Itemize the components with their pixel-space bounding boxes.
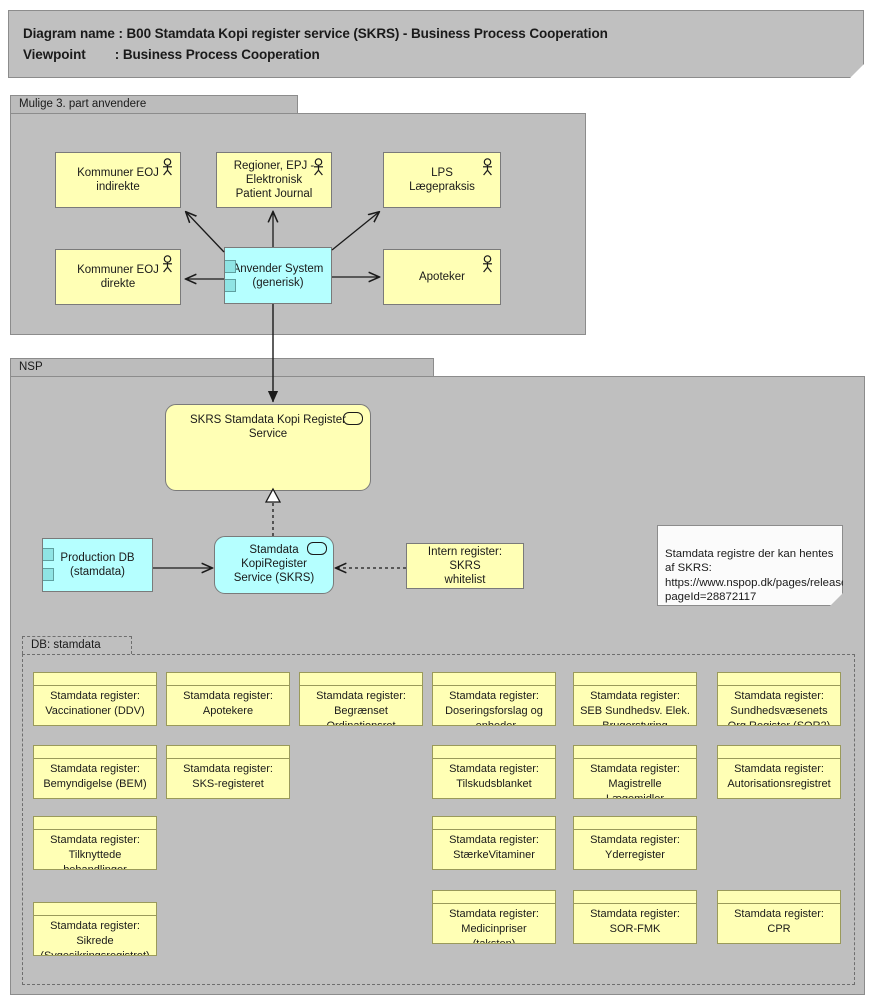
- component-icon-tab-1: [43, 548, 54, 561]
- dataobj-header-bar: [718, 673, 840, 686]
- actor-apoteker[interactable]: Apoteker: [383, 249, 501, 305]
- actor-kommuner-eoj-indirekte[interactable]: Kommuner EOJ indirekte: [55, 152, 181, 208]
- register-label: Stamdata register: Doseringsforslag og -…: [445, 690, 543, 726]
- component-icon-tab-2: [43, 568, 54, 581]
- diagram-name-line: Diagram name : B00 Stamdata Kopi registe…: [23, 26, 608, 41]
- dataobj-header-bar: [433, 746, 555, 759]
- dataobj-header-bar: [718, 891, 840, 904]
- note-label: Intern register: SKRS whitelist: [427, 546, 503, 586]
- dataobj-header-bar: [574, 746, 696, 759]
- actor-label: LPS Lægepraksis: [409, 167, 475, 193]
- service-skrs-stamdata-kopi-register[interactable]: SKRS Stamdata Kopi Register Service: [165, 404, 371, 491]
- dataobj-header-bar: [167, 746, 289, 759]
- register-box[interactable]: Stamdata register: StærkeVitaminer: [432, 816, 556, 870]
- dataobj-header-bar: [34, 746, 156, 759]
- register-label: Stamdata register: Medicinpriser (takste…: [449, 908, 539, 944]
- register-label: Stamdata register: CPR: [734, 908, 824, 935]
- service-oval-icon: [343, 412, 363, 425]
- dataobj-header-bar: [34, 817, 156, 830]
- register-box[interactable]: Stamdata register: Bemyndigelse (BEM): [33, 745, 157, 799]
- service-stamdata-kopiregister-skrs[interactable]: Stamdata KopiRegister Service (SKRS): [214, 536, 334, 594]
- group-body-db-stamdata: [22, 654, 855, 985]
- group-header-db-stamdata: DB: stamdata: [22, 636, 132, 654]
- register-label: Stamdata register: StærkeVitaminer: [449, 834, 539, 861]
- actor-icon: [163, 158, 172, 176]
- component-anvender-system[interactable]: Anvender System (generisk): [224, 247, 332, 304]
- dataobj-header-bar: [574, 817, 696, 830]
- dataobj-header-bar: [574, 891, 696, 904]
- component-icon-tab-2: [225, 279, 236, 292]
- dataobj-header-bar: [574, 673, 696, 686]
- register-label: Stamdata register: SEB Sundhedsv. Elek. …: [580, 690, 690, 726]
- register-label: Stamdata register: Sikrede (Sygesikrings…: [40, 920, 150, 956]
- register-label: Stamdata register: Magistrelle Lægemidle…: [590, 763, 680, 799]
- dataobj-header-bar: [34, 903, 156, 916]
- actor-label: Kommuner EOJ indirekte: [77, 167, 159, 193]
- info-note-stamdata-registre: Stamdata registre der kan hentes af SKRS…: [657, 525, 843, 606]
- note-intern-register-whitelist[interactable]: Intern register: SKRS whitelist: [406, 543, 524, 589]
- service-label: SKRS Stamdata Kopi Register Service: [190, 414, 346, 440]
- component-icon-tab-1: [225, 260, 236, 273]
- register-box[interactable]: Stamdata register: CPR: [717, 890, 841, 944]
- register-box[interactable]: Stamdata register: Begrænset Ordinations…: [299, 672, 423, 726]
- actor-icon: [483, 158, 492, 176]
- dataobj-header-bar: [34, 673, 156, 686]
- register-label: Stamdata register: Vaccinationer (DDV): [45, 690, 145, 717]
- register-label: Stamdata register: SOR-FMK: [590, 908, 680, 935]
- viewpoint-line: Viewpoint : Business Process Cooperation: [23, 47, 320, 62]
- info-note-text: Stamdata registre der kan hentes af SKRS…: [665, 547, 873, 603]
- register-box[interactable]: Stamdata register: Apotekere: [166, 672, 290, 726]
- register-label: Stamdata register: Bemyndigelse (BEM): [43, 763, 147, 790]
- register-box[interactable]: Stamdata register: SOR-FMK: [573, 890, 697, 944]
- service-label: Stamdata KopiRegister Service (SKRS): [233, 544, 315, 584]
- component-production-db[interactable]: Production DB (stamdata): [42, 538, 153, 592]
- actor-kommuner-eoj-direkte[interactable]: Kommuner EOJ direkte: [55, 249, 181, 305]
- register-label: Stamdata register: Sundhedsvæsenets Org …: [727, 690, 831, 726]
- actor-icon: [314, 158, 323, 176]
- register-box[interactable]: Stamdata register: Sundhedsvæsenets Org …: [717, 672, 841, 726]
- actor-label: Regioner, EPJ - Elektronisk Patient Jour…: [233, 160, 315, 200]
- register-box[interactable]: Stamdata register: Vaccinationer (DDV): [33, 672, 157, 726]
- register-label: Stamdata register: Tilskudsblanket: [449, 763, 539, 790]
- register-label: Stamdata register: SKS-registeret: [183, 763, 273, 790]
- dataobj-header-bar: [433, 817, 555, 830]
- register-label: Stamdata register: Apotekere: [183, 690, 273, 717]
- actor-label: Kommuner EOJ direkte: [77, 264, 159, 290]
- component-label: Production DB (stamdata): [60, 552, 135, 578]
- actor-regioner-epj[interactable]: Regioner, EPJ - Elektronisk Patient Jour…: [216, 152, 332, 208]
- register-box[interactable]: Stamdata register: Doseringsforslag og -…: [432, 672, 556, 726]
- register-box[interactable]: Stamdata register: SKS-registeret: [166, 745, 290, 799]
- register-box[interactable]: Stamdata register: Sikrede (Sygesikrings…: [33, 902, 157, 956]
- component-label: Anvender System (generisk): [232, 262, 324, 289]
- register-box[interactable]: Stamdata register: Tilknyttede behandlin…: [33, 816, 157, 870]
- dataobj-header-bar: [433, 891, 555, 904]
- dataobj-header-bar: [300, 673, 422, 686]
- register-label: Stamdata register: Tilknyttede behandlin…: [50, 834, 140, 870]
- dataobj-header-bar: [718, 746, 840, 759]
- register-box[interactable]: Stamdata register: Yderregister: [573, 816, 697, 870]
- register-label: Stamdata register: Yderregister: [590, 834, 680, 861]
- actor-lps-laegepraksis[interactable]: LPS Lægepraksis: [383, 152, 501, 208]
- register-box[interactable]: Stamdata register: Tilskudsblanket: [432, 745, 556, 799]
- dataobj-header-bar: [167, 673, 289, 686]
- register-box[interactable]: Stamdata register: Magistrelle Lægemidle…: [573, 745, 697, 799]
- group-header-nsp: NSP: [10, 358, 434, 376]
- register-box[interactable]: Stamdata register: Medicinpriser (takste…: [432, 890, 556, 944]
- dataobj-header-bar: [433, 673, 555, 686]
- register-box[interactable]: Stamdata register: SEB Sundhedsv. Elek. …: [573, 672, 697, 726]
- register-box[interactable]: Stamdata register: Autorisationsregistre…: [717, 745, 841, 799]
- register-label: Stamdata register: Autorisationsregistre…: [727, 763, 831, 790]
- group-header-third-party: Mulige 3. part anvendere: [10, 95, 298, 113]
- service-oval-icon: [307, 542, 327, 555]
- register-label: Stamdata register: Begrænset Ordinations…: [316, 690, 406, 726]
- actor-icon: [483, 255, 492, 273]
- actor-label: Apoteker: [418, 271, 466, 283]
- diagram-header-note: Diagram name : B00 Stamdata Kopi registe…: [8, 10, 864, 78]
- actor-icon: [163, 255, 172, 273]
